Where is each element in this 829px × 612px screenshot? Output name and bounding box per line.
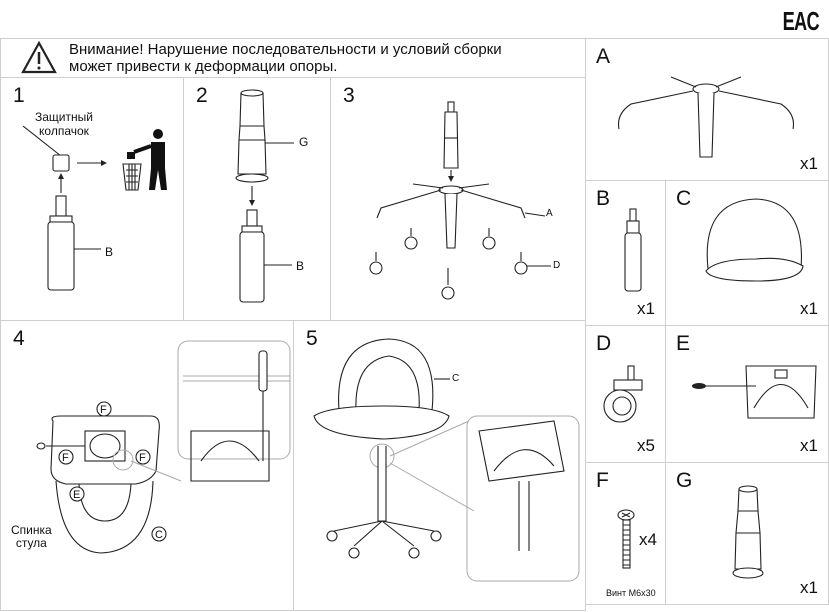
attach-mechanism-illustration: F F F E C [36,340,291,554]
part-b-label: B [105,245,114,259]
warning-box: Внимание! Нарушение последовательности и… [0,38,586,78]
part-quantity: x1 [800,436,818,455]
gas-lift-cover-icon [732,485,764,579]
trash-bin-icon [122,129,167,191]
remove-cap-illustration [22,125,167,291]
callout-f: F [100,404,107,416]
chair-base-icon [617,76,795,158]
warning-triangle-icon [21,40,57,74]
cap-label: Защитный колпачок [35,110,93,138]
gas-lift-icon [624,208,642,292]
callout-c: C [155,529,163,541]
part-letter: G [676,469,693,492]
part-b-label: B [296,259,305,273]
warning-line-2: может привести к деформации опоры. [69,58,338,75]
part-quantity: x1 [637,299,655,318]
part-f-panel: F x4 Винт М6х30 [585,462,666,605]
cap-label-line2: колпачок [39,124,89,138]
part-letter: E [676,332,691,355]
part-g-label: G [299,135,309,149]
step-3-panel: 3 A D [330,77,586,321]
part-c-panel: C x1 [665,180,829,326]
part-e-panel: E x1 [665,325,829,463]
attach-base-illustration [369,101,551,300]
backrest-label-line2: стула [15,536,47,550]
screw-icon [617,509,635,569]
step-number: 2 [196,84,208,107]
callout-f: F [62,452,69,464]
caster-wheels [369,228,551,300]
step-number: 4 [13,327,25,350]
part-quantity: x4 [639,530,657,549]
part-quantity: x1 [800,154,818,173]
caster-wheel-icon [603,365,643,423]
tilt-mechanism-icon [692,365,817,419]
part-letter: A [596,45,611,68]
part-letter: C [676,187,692,210]
cap-label-line1: Защитный [35,110,93,124]
part-letter: F [596,469,609,492]
part-a-label: A [546,208,553,219]
step-5-panel: 5 C [293,320,586,611]
seat-shell-icon [705,198,804,282]
part-letter: B [596,187,611,210]
part-g-panel: G x1 [665,462,829,605]
step-number: 3 [343,84,355,107]
part-a-panel: A x1 [585,38,829,181]
callout-f: F [139,452,146,464]
part-quantity: x1 [800,299,818,318]
backrest-label-line1: Спинка [11,523,52,537]
step-2-panel: 2 G B [183,77,331,321]
screw-caption: Винт М6х30 [606,588,656,598]
eac-mark: EAC [782,6,820,36]
callout-e: E [73,489,80,501]
part-d-panel: D x5 [585,325,666,463]
attach-seat-illustration [313,338,580,582]
seat-c-label: C [452,373,460,384]
callout-f-labels: F F F E C [58,401,167,542]
warning-text: Внимание! Нарушение последовательности и… [69,41,502,75]
step-number: 1 [13,84,25,107]
part-b-panel: B x1 [585,180,666,326]
part-d-label: D [553,260,561,271]
warning-line-1: Внимание! Нарушение последовательности и… [69,41,502,58]
step-4-panel: 4 Спинка стула F F F E C [0,320,294,611]
backrest-label: Спинка стула [11,524,52,550]
part-quantity: x1 [800,578,818,597]
step-1-panel: 1 Защитный колпачок B [0,77,184,321]
part-letter: D [596,332,612,355]
insert-gaslift-illustration [235,89,294,303]
step-number: 5 [306,327,318,350]
part-quantity: x5 [637,436,655,455]
